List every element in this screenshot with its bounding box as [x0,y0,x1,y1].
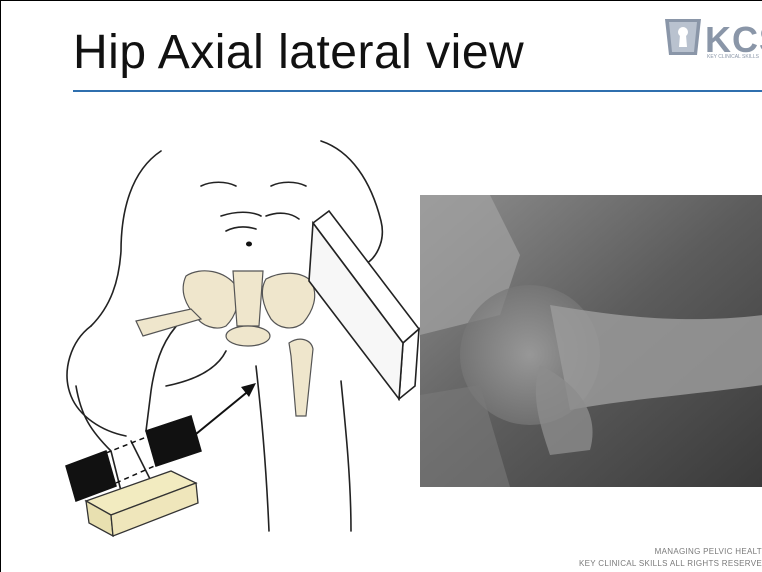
footer-copyright: KEY CLINICAL SKILLS ALL RIGHTS RESERVE [579,559,762,568]
hip-radiograph-image [420,195,762,487]
patient-positioning-illustration [51,131,431,541]
logo-tagline: KEY CLINICAL SKILLS [707,54,759,60]
slide-title: Hip Axial lateral view [73,25,524,80]
title-divider [73,90,762,92]
footer-title: MANAGING PELVIC HEALT [655,547,762,556]
